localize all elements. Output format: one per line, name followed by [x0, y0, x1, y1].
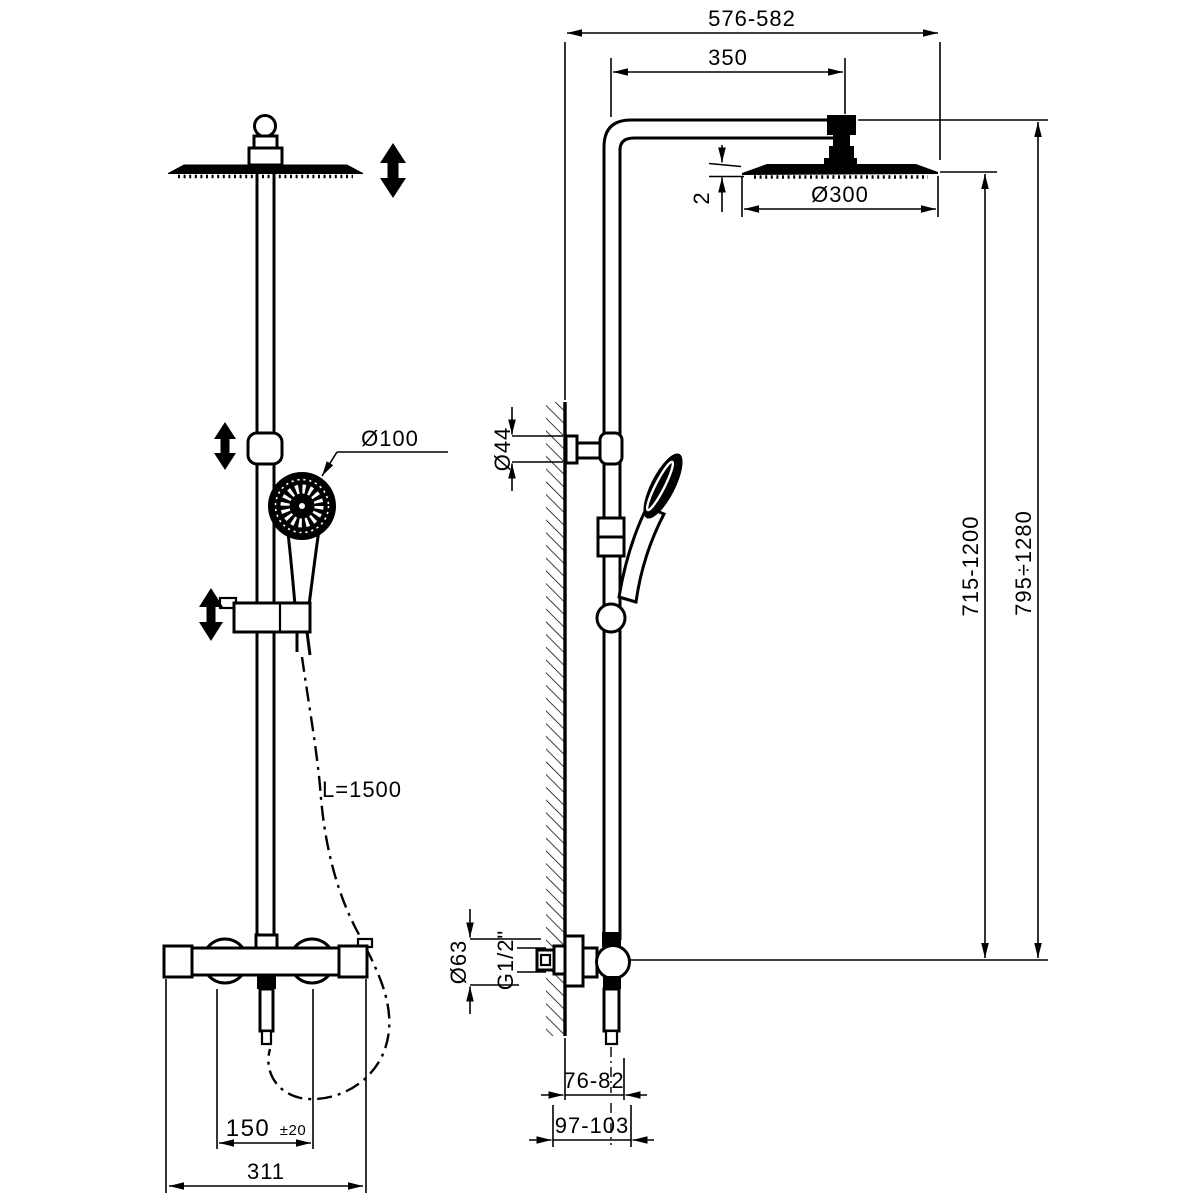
dim-head-diameter: Ø300 [811, 182, 869, 207]
side-hand-shower [617, 453, 683, 604]
outlet-pipe-side [602, 987, 621, 1033]
ball-joint [253, 114, 277, 138]
adjust-arrow-ring-icon [214, 422, 236, 470]
dim-valve-plate-diameter: Ø63 [446, 940, 471, 985]
front-mixer [162, 933, 374, 1046]
mixer-wall-plate [563, 934, 585, 988]
overhead-shower-disc-side [742, 164, 938, 175]
side-wall-bracket [564, 431, 624, 466]
dim-outlet-tolerance: ±20 [280, 1122, 306, 1139]
dim-thread: G1/2" [493, 930, 518, 991]
side-dimensions: 576-582 350 2 Ø300 Ø44 [446, 6, 1048, 1147]
dim-wall-distance-outlet: 76-82 [563, 1068, 624, 1093]
mixer-outlet-pipe [258, 987, 275, 1033]
overhead-shower-disc [168, 164, 363, 174]
mixer-body [188, 946, 342, 977]
wall-section [546, 402, 567, 1036]
hand-shower-grip-side [617, 505, 667, 604]
dim-arm-projection: 350 [708, 45, 748, 70]
side-mixer [535, 932, 631, 1145]
dim-handshower-diameter: Ø100 [361, 426, 419, 451]
dim-riser-height: 715-1200 [958, 516, 983, 617]
dim-overall-height: 795÷1280 [1011, 510, 1036, 616]
adjust-arrow-head-icon [380, 143, 406, 198]
dim-hose-length: L=1500 [322, 777, 402, 802]
dim-head-thickness: 2 [689, 191, 714, 204]
side-slider [595, 516, 627, 634]
front-hand-shower [268, 472, 336, 607]
side-view: 576-582 350 2 Ø300 Ø44 [446, 6, 1048, 1147]
dim-bracket-diameter: Ø44 [490, 427, 515, 472]
hand-shower-grip [286, 528, 321, 607]
front-riser-pole [255, 168, 276, 938]
front-dimensions: Ø100 L=1500 150 ±20 311 [165, 426, 448, 1193]
side-riser-pipe [602, 118, 848, 941]
front-slider-bracket [218, 596, 312, 656]
rail-knob [595, 602, 627, 634]
shower-hose [267, 656, 391, 1101]
side-overhead-shower [742, 115, 938, 179]
mixer-knob-side [595, 944, 631, 980]
dim-outlet-spacing: 150 [226, 1115, 271, 1142]
dim-wall-distance-tip: 97-103 [555, 1113, 630, 1138]
dim-overall-width: 576-582 [708, 6, 796, 31]
front-overhead-shower [168, 114, 363, 179]
front-view: Ø100 L=1500 150 ±20 311 [162, 114, 448, 1193]
pole-ring [246, 431, 284, 466]
adjust-arrow-slider-icon [199, 588, 223, 641]
dim-body-width: 311 [247, 1159, 285, 1184]
